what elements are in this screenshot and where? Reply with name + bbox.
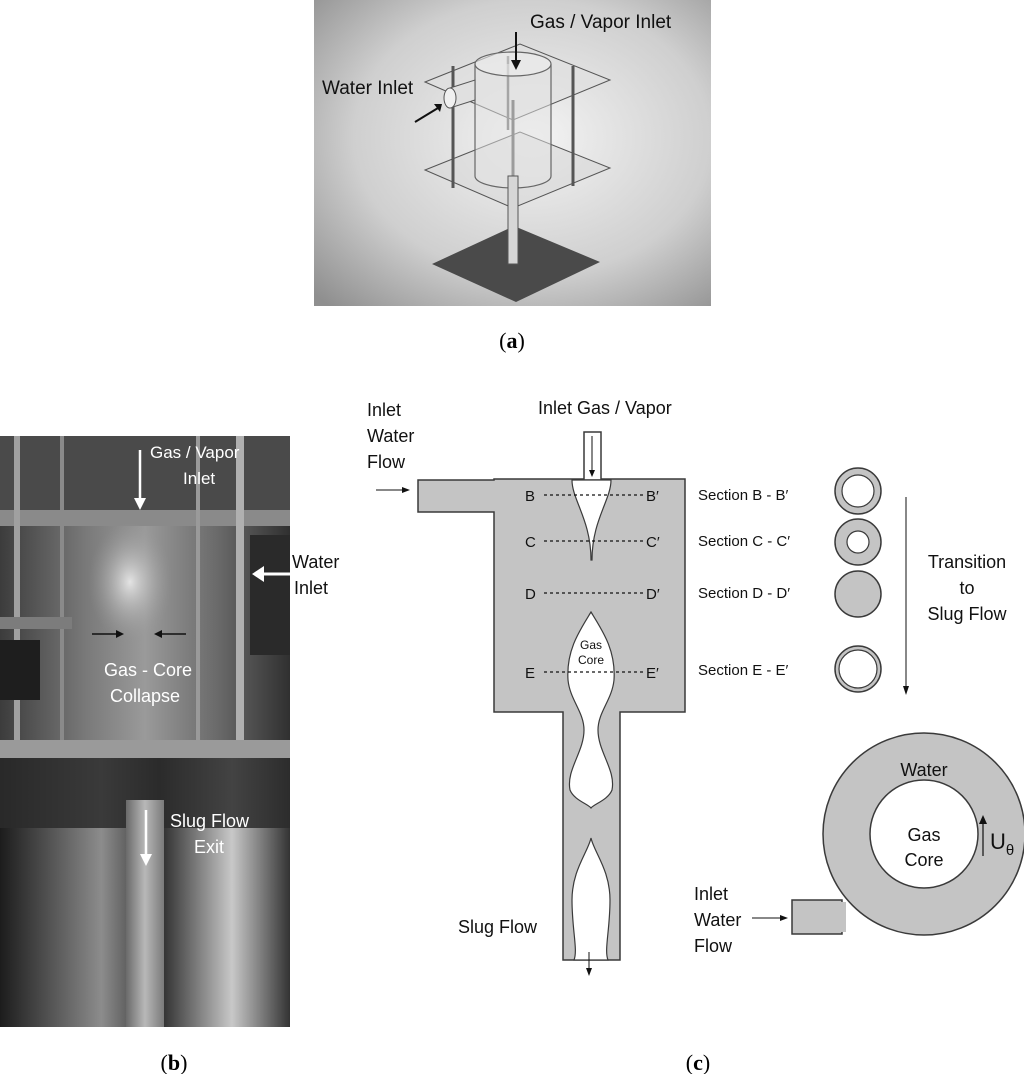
section-d-right: D′	[646, 586, 660, 603]
photo-top-plate	[0, 510, 290, 526]
cross-section-e-core	[838, 649, 878, 689]
cross-section-b-core	[841, 474, 875, 508]
panel-c: B B′ C C′ D D′ E E′ Gas Core Inlet Gas /…	[367, 398, 1024, 1074]
top-view-gas-core	[869, 779, 979, 889]
inlet-water-label-1: Inlet	[367, 400, 401, 420]
top-view-inlet-join	[800, 902, 846, 932]
inlet-water-label-2: Water	[367, 426, 414, 446]
inlet-gas-label: Inlet Gas / Vapor	[538, 398, 672, 418]
photo-left-fixture	[0, 617, 72, 629]
caption-b: (b)	[161, 1050, 188, 1074]
transition-arrowhead	[903, 686, 909, 695]
water-inlet-arrowhead	[434, 104, 442, 112]
cylinder-body	[474, 64, 552, 189]
photo-gas-arrowhead	[134, 498, 146, 510]
photo-gas-inlet-label-1: Gas / Vapor	[150, 443, 240, 462]
section-c-right: C′	[646, 534, 660, 551]
section-b-left: B	[525, 488, 535, 505]
photo-top-zone	[0, 436, 290, 512]
section-d-label: Section D - D′	[698, 585, 790, 602]
gas-inlet-arrowhead	[511, 60, 521, 70]
caption-a: (a)	[499, 328, 525, 353]
photo-water-inlet-label-1: Water	[292, 552, 339, 572]
section-e-right: E′	[646, 665, 659, 682]
photo-rod	[14, 436, 20, 746]
photo-left-block	[0, 640, 40, 700]
transition-label-1: Transition	[928, 552, 1006, 572]
photo-right-fixture	[250, 535, 290, 655]
velocity-arrowhead	[979, 815, 987, 824]
photo-rod	[236, 436, 244, 746]
gas-core-label-1: Gas	[580, 638, 602, 652]
water-inlet-label: Water Inlet	[322, 78, 414, 99]
section-b-label: Section B - B′	[698, 487, 789, 504]
section-d-left: D	[525, 586, 536, 603]
gas-core-cloud	[88, 522, 172, 642]
collapse-label-2: Collapse	[110, 686, 180, 706]
top-view-water-label: Water	[900, 760, 947, 780]
exit-label-2: Exit	[194, 837, 224, 857]
transition-label-3: Slug Flow	[927, 604, 1007, 624]
exit-label-1: Slug Flow	[170, 811, 250, 831]
panel-a: Gas / Vapor Inlet Water Inlet (a)	[314, 0, 711, 353]
gas-vapor-inlet-label: Gas / Vapor Inlet	[530, 12, 672, 33]
photo-rod	[196, 436, 200, 746]
section-c-left: C	[525, 534, 536, 551]
section-e-label: Section E - E′	[698, 662, 789, 679]
gas-core-middle	[567, 610, 615, 809]
top-view-inlet-arrowhead	[780, 915, 788, 921]
top-view-core-label-1: Gas	[907, 825, 940, 845]
caption-c: (c)	[686, 1050, 710, 1074]
velocity-label: Uθ	[990, 829, 1014, 859]
top-view-core-label-2: Core	[904, 850, 943, 870]
photo-bottom-plate	[0, 740, 290, 758]
slug-flow-label: Slug Flow	[458, 917, 538, 937]
inlet-water-label-3: Flow	[367, 452, 406, 472]
gas-flow-arrowhead	[589, 470, 595, 477]
photo-exit-arrowhead	[140, 854, 152, 866]
collapse-arrowhead-left	[116, 630, 124, 638]
top-view-inlet-label-2: Water	[694, 910, 741, 930]
collapse-arrowhead-right	[154, 630, 162, 638]
water-inlet-mouth	[443, 87, 457, 109]
water-inlet-arrow	[414, 107, 439, 123]
transition-label-2: to	[959, 578, 974, 598]
panel-b: Gas / Vapor Inlet Water Inlet Gas - Core…	[0, 436, 339, 1074]
top-view-inlet-label-1: Inlet	[694, 884, 728, 904]
gas-column-upper	[571, 479, 612, 561]
top-view-inlet-label-3: Flow	[694, 936, 733, 956]
gas-slug-bottom	[571, 837, 611, 961]
photo-gas-inlet-label-2: Inlet	[183, 469, 215, 488]
section-c-label: Section C - C′	[698, 533, 790, 550]
water-flow-arrowhead	[402, 487, 410, 493]
cross-section-c-core	[846, 530, 870, 554]
exit-pipe	[507, 175, 519, 265]
photo-rod	[60, 436, 64, 746]
gas-core-label-2: Core	[578, 653, 604, 667]
slug-exit-arrowhead	[586, 968, 592, 976]
photo-water-inlet-label-2: Inlet	[294, 578, 328, 598]
photo-water-arrowhead	[252, 566, 264, 582]
section-b-right: B′	[646, 488, 659, 505]
section-e-left: E	[525, 665, 535, 682]
cross-section-d	[834, 570, 882, 618]
collapse-label-1: Gas - Core	[104, 660, 192, 680]
vessel-body	[417, 478, 686, 961]
